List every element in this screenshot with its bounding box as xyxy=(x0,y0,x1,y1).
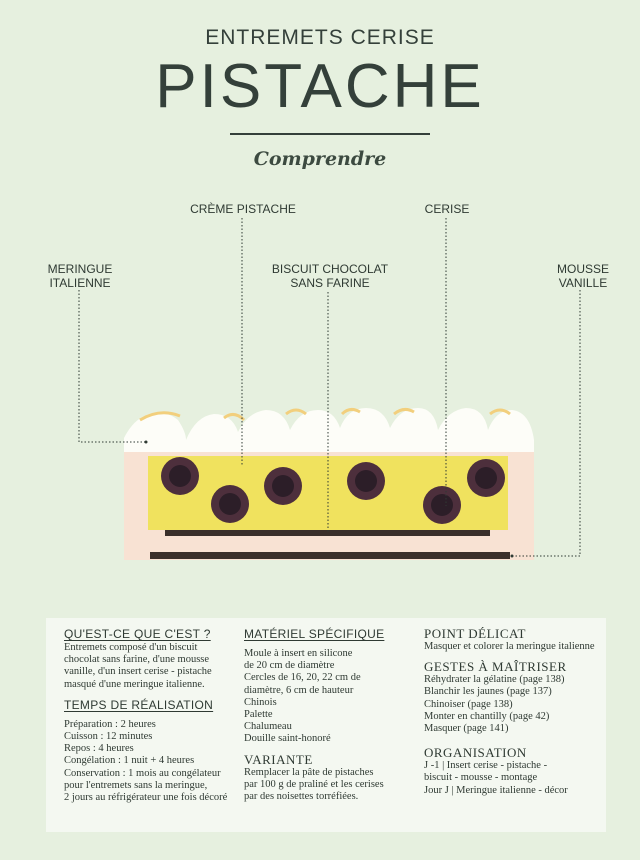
meringue-tip xyxy=(340,407,361,416)
conservation-line: pour l'entremets sans la meringue, xyxy=(64,779,208,791)
description-line: chocolat sans farine, d'une mousse xyxy=(64,654,210,666)
meringue-tip xyxy=(285,408,307,416)
info-column-2: MATÉRIEL SPÉCIFIQUE Moule à insert en si… xyxy=(244,626,414,803)
conservation-line: Conservation : 1 mois au congélateur xyxy=(64,767,221,779)
variante-line: Remplacer la pâte de pistaches xyxy=(244,766,374,778)
meringue-tip xyxy=(489,408,511,416)
cherry xyxy=(467,459,505,497)
meringue-italienne-layer xyxy=(124,408,534,452)
heading-point-delicat: POINT DÉLICAT xyxy=(424,626,526,641)
heading-organisation: ORGANISATION xyxy=(424,745,527,761)
recipe-subtitle: ENTREMETS CERISE xyxy=(205,26,435,49)
time-line: Repos : 4 heures xyxy=(64,743,134,755)
cherry xyxy=(264,467,302,505)
geste-item: Monter en chantilly (page 42) xyxy=(424,710,550,722)
materiel-item: Chalumeau xyxy=(244,721,292,733)
variante-line: par 100 g de praliné et les cerises xyxy=(244,778,384,790)
label-creme-pistache: CRÈME PISTACHE xyxy=(190,202,296,216)
heading-temps: TEMPS DE RÉALISATION xyxy=(64,697,214,712)
cherry xyxy=(161,457,199,495)
entremets-cross-section-diagram xyxy=(78,218,581,560)
info-column-1: QU'EST-CE QUE C'EST ? Entremets composé … xyxy=(64,626,244,804)
conservation-line: 2 jours au réfrigérateur une fois décoré xyxy=(64,792,228,804)
leader-dot xyxy=(510,554,514,558)
point-line: Masquer et colorer la meringue italienne xyxy=(424,641,595,652)
description-line: vanille, d'un insert cerise - pistache xyxy=(64,666,212,678)
variante-line: par des noisettes torréfiées. xyxy=(244,791,359,803)
time-line: Cuisson : 12 minutes xyxy=(64,731,153,743)
meringue-tip xyxy=(139,411,181,422)
geste-item: Réhydrater la gélatine (page 138) xyxy=(424,674,565,686)
leader-meringue xyxy=(78,290,146,443)
materiel-item: de 20 cm de diamètre xyxy=(244,660,335,672)
info-panel: QU'EST-CE QUE C'EST ? Entremets composé … xyxy=(46,618,606,832)
materiel-item: Cercles de 16, 20, 22 cm de xyxy=(244,672,361,684)
geste-item: Masquer (page 141) xyxy=(424,723,509,735)
geste-item: Blanchir les jaunes (page 137) xyxy=(424,686,552,698)
cherry xyxy=(423,486,461,524)
materiel-item: diamètre, 6 cm de hauteur xyxy=(244,684,354,696)
leader-lines xyxy=(78,218,581,557)
organisation-line: J -1 | Insert cerise - pistache - xyxy=(424,760,548,772)
time-line: Congélation : 1 nuit + 4 heures xyxy=(64,755,195,767)
materiel-item: Chinois xyxy=(244,696,277,708)
heading-materiel: MATÉRIEL SPÉCIFIQUE xyxy=(244,627,385,641)
biscuit-chocolat-upper xyxy=(165,530,490,536)
organisation-line: biscuit - mousse - montage xyxy=(424,772,538,784)
leader-dot xyxy=(144,440,148,444)
heading-gestes: GESTES À MAÎTRISER xyxy=(424,659,567,675)
materiel-item: Palette xyxy=(244,709,273,721)
organisation-line: Jour J | Meringue italienne - décor xyxy=(424,784,568,796)
heading-quest-ce: QU'EST-CE QUE C'EST ? xyxy=(64,627,211,641)
recipe-title: PISTACHE xyxy=(155,52,485,121)
geste-item: Chinoiser (page 138) xyxy=(424,698,513,710)
title-divider xyxy=(230,133,430,135)
info-column-3: POINT DÉLICAT Masquer et colorer la meri… xyxy=(424,626,602,797)
section-title: Comprendre xyxy=(253,148,387,170)
cherry xyxy=(347,462,385,500)
materiel-item: Douille saint-honoré xyxy=(244,733,331,745)
heading-variante: VARIANTE xyxy=(244,751,313,767)
description-line: masqué d'une meringue italienne. xyxy=(64,678,205,690)
label-cerise: CERISE xyxy=(424,202,470,216)
meringue-tip xyxy=(393,407,415,416)
biscuit-chocolat-lower xyxy=(150,552,510,559)
leader-mousse xyxy=(512,290,581,557)
description-line: Entremets composé d'un biscuit xyxy=(64,642,198,653)
cherry xyxy=(211,485,249,523)
materiel-item: Moule à insert en silicone xyxy=(244,648,353,659)
time-line: Préparation : 2 heures xyxy=(64,718,156,730)
